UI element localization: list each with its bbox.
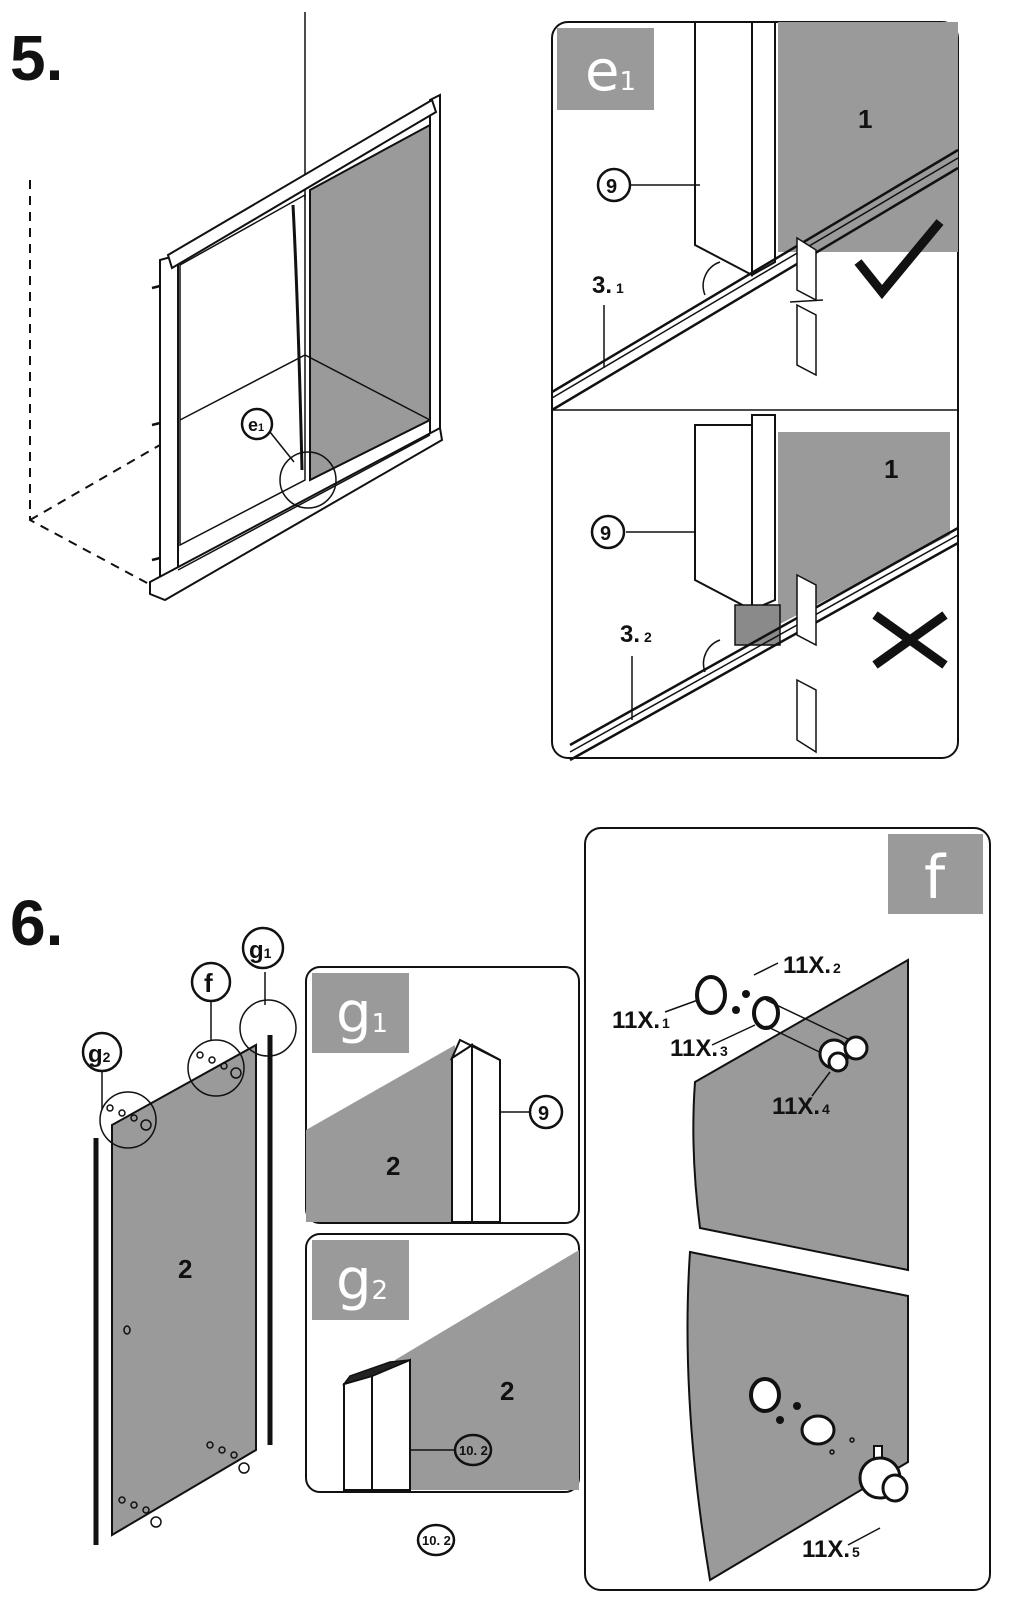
step-5-number: 5. bbox=[10, 22, 63, 94]
cross-mark-icon bbox=[872, 611, 948, 669]
detail-g2-profile-below-label: 10. 2 bbox=[422, 1533, 451, 1548]
detail-e1-box bbox=[551, 21, 959, 762]
detail-e1-bottom-track-label: 3.2 bbox=[620, 621, 652, 648]
detail-e1-badge-label: e1 bbox=[585, 39, 636, 104]
detail-e1-top-track-label: 3.1 bbox=[592, 272, 624, 299]
detail-e1-top-profile-label: 9 bbox=[606, 176, 617, 198]
callout-e1-label: e1 bbox=[248, 415, 264, 435]
step-6-door-panel bbox=[81, 926, 297, 1545]
check-mark-icon bbox=[854, 219, 944, 300]
detail-f-part-5-label: 11X.5 bbox=[802, 1536, 860, 1563]
detail-g1-badge bbox=[312, 973, 409, 1053]
detail-f-part-2-label: 11X.2 bbox=[783, 952, 841, 979]
callout-e1-circle bbox=[240, 407, 274, 441]
callout-f-label: f bbox=[204, 968, 213, 998]
detail-e1-badge bbox=[557, 28, 654, 110]
detail-g1-badge-label: g1 bbox=[336, 981, 388, 1046]
callout-g2-label: g2 bbox=[88, 1041, 111, 1068]
callout-g1-label: g1 bbox=[249, 937, 272, 964]
step-5-shower-frame bbox=[29, 12, 444, 602]
step-6-number: 6. bbox=[10, 887, 63, 959]
detail-g2-badge-label: g2 bbox=[336, 1248, 388, 1313]
detail-g2-profile-label: 10. 2 bbox=[459, 1443, 488, 1458]
detail-f-badge-label: f bbox=[924, 843, 947, 913]
detail-g1-profile-label: 9 bbox=[538, 1103, 549, 1125]
detail-f-part-3-label: 11X.3 bbox=[670, 1035, 728, 1062]
detail-e1-top-panel-label: 1 bbox=[858, 104, 872, 134]
detail-g1-panel-label: 2 bbox=[386, 1151, 400, 1181]
detail-e1-bottom-panel-label: 1 bbox=[884, 454, 898, 484]
step-6-panel-label: 2 bbox=[178, 1254, 192, 1284]
detail-f-box bbox=[584, 827, 991, 1591]
detail-e1-bottom-profile-label: 9 bbox=[600, 523, 611, 545]
detail-g2-badge bbox=[312, 1240, 409, 1320]
detail-f-part-1-label: 11X.1 bbox=[612, 1007, 670, 1034]
detail-f-part-4-label: 11X.4 bbox=[772, 1093, 830, 1120]
detail-g2-panel-label: 2 bbox=[500, 1376, 514, 1406]
detail-f-badge bbox=[888, 834, 983, 914]
